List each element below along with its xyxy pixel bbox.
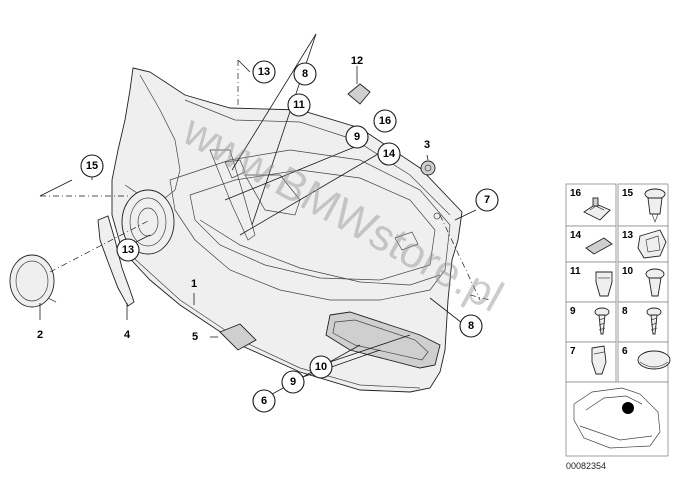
car-overview-icon bbox=[573, 387, 661, 449]
svg-text:5: 5 bbox=[192, 331, 198, 343]
svg-text:9: 9 bbox=[354, 131, 360, 143]
svg-text:16: 16 bbox=[379, 115, 391, 127]
image-code: 00082354 bbox=[566, 461, 606, 471]
callout-16: 16 bbox=[373, 109, 397, 133]
label-4: 4 bbox=[124, 329, 131, 341]
svg-text:7: 7 bbox=[484, 194, 490, 206]
legend-cell-9 bbox=[565, 301, 617, 343]
callout-14: 14 bbox=[377, 142, 401, 166]
svg-text:10: 10 bbox=[315, 361, 327, 373]
svg-text:11: 11 bbox=[570, 266, 581, 277]
speaker-cover bbox=[9, 254, 57, 308]
svg-text:8: 8 bbox=[302, 68, 308, 80]
parts-legend: 16 15 14 13 11 10 9 8 7 6 bbox=[565, 183, 671, 457]
svg-text:3: 3 bbox=[424, 139, 430, 151]
callout-15: 15 bbox=[80, 154, 104, 178]
part-12-cap bbox=[347, 83, 371, 105]
svg-text:14: 14 bbox=[383, 148, 396, 160]
svg-text:16: 16 bbox=[570, 188, 582, 199]
part-8-icon bbox=[646, 307, 662, 335]
svg-text:13: 13 bbox=[122, 244, 134, 256]
legend-cell-16 bbox=[565, 183, 617, 227]
legend-cell-7 bbox=[565, 341, 617, 383]
svg-text:1: 1 bbox=[191, 278, 197, 290]
part-3-knob bbox=[420, 160, 436, 176]
svg-text:8: 8 bbox=[468, 320, 474, 332]
svg-text:13: 13 bbox=[258, 66, 270, 78]
svg-text:6: 6 bbox=[622, 346, 628, 357]
svg-text:7: 7 bbox=[570, 346, 576, 357]
part-5-clip bbox=[219, 323, 257, 351]
callout-8-top: 8 bbox=[293, 62, 317, 86]
svg-text:10: 10 bbox=[622, 266, 634, 277]
svg-text:9: 9 bbox=[570, 306, 576, 317]
callout-7: 7 bbox=[475, 188, 499, 212]
label-12: 12 bbox=[351, 55, 363, 67]
car-overview-cell bbox=[565, 381, 669, 457]
part-13-icon bbox=[637, 229, 667, 259]
svg-text:4: 4 bbox=[124, 329, 131, 341]
part-10-icon bbox=[645, 268, 665, 297]
location-marker bbox=[622, 402, 634, 414]
label-2: 2 bbox=[37, 329, 43, 341]
svg-text:11: 11 bbox=[293, 99, 305, 111]
svg-text:6: 6 bbox=[261, 395, 267, 407]
callout-9-top: 9 bbox=[345, 125, 369, 149]
reference-lines bbox=[40, 60, 491, 301]
callout-13-top: 13 bbox=[252, 60, 276, 84]
callout-10: 10 bbox=[309, 355, 333, 379]
label-1: 1 bbox=[191, 278, 197, 290]
part-11-icon bbox=[595, 271, 613, 297]
svg-text:15: 15 bbox=[86, 160, 98, 172]
part-16-icon bbox=[583, 197, 611, 221]
callout-9-bottom: 9 bbox=[281, 370, 305, 394]
callout-6: 6 bbox=[252, 389, 276, 413]
svg-text:9: 9 bbox=[290, 376, 296, 388]
callout-11: 11 bbox=[287, 93, 311, 117]
svg-text:8: 8 bbox=[622, 306, 628, 317]
label-3: 3 bbox=[424, 139, 430, 151]
svg-text:13: 13 bbox=[622, 230, 634, 241]
part-7-icon bbox=[591, 345, 607, 375]
svg-text:15: 15 bbox=[622, 188, 634, 199]
part-9-icon bbox=[594, 307, 610, 335]
callout-8-right: 8 bbox=[459, 314, 483, 338]
trim-strip bbox=[97, 215, 135, 307]
door-trim-panel bbox=[111, 67, 463, 393]
legend-cell-8 bbox=[617, 301, 669, 343]
part-15-icon bbox=[644, 188, 666, 223]
svg-text:12: 12 bbox=[351, 55, 363, 67]
svg-text:2: 2 bbox=[37, 329, 43, 341]
callout-13-left: 13 bbox=[116, 238, 140, 262]
label-5: 5 bbox=[192, 331, 198, 343]
part-14-icon bbox=[585, 237, 613, 255]
part-6-icon bbox=[637, 350, 671, 370]
svg-text:14: 14 bbox=[570, 230, 582, 241]
